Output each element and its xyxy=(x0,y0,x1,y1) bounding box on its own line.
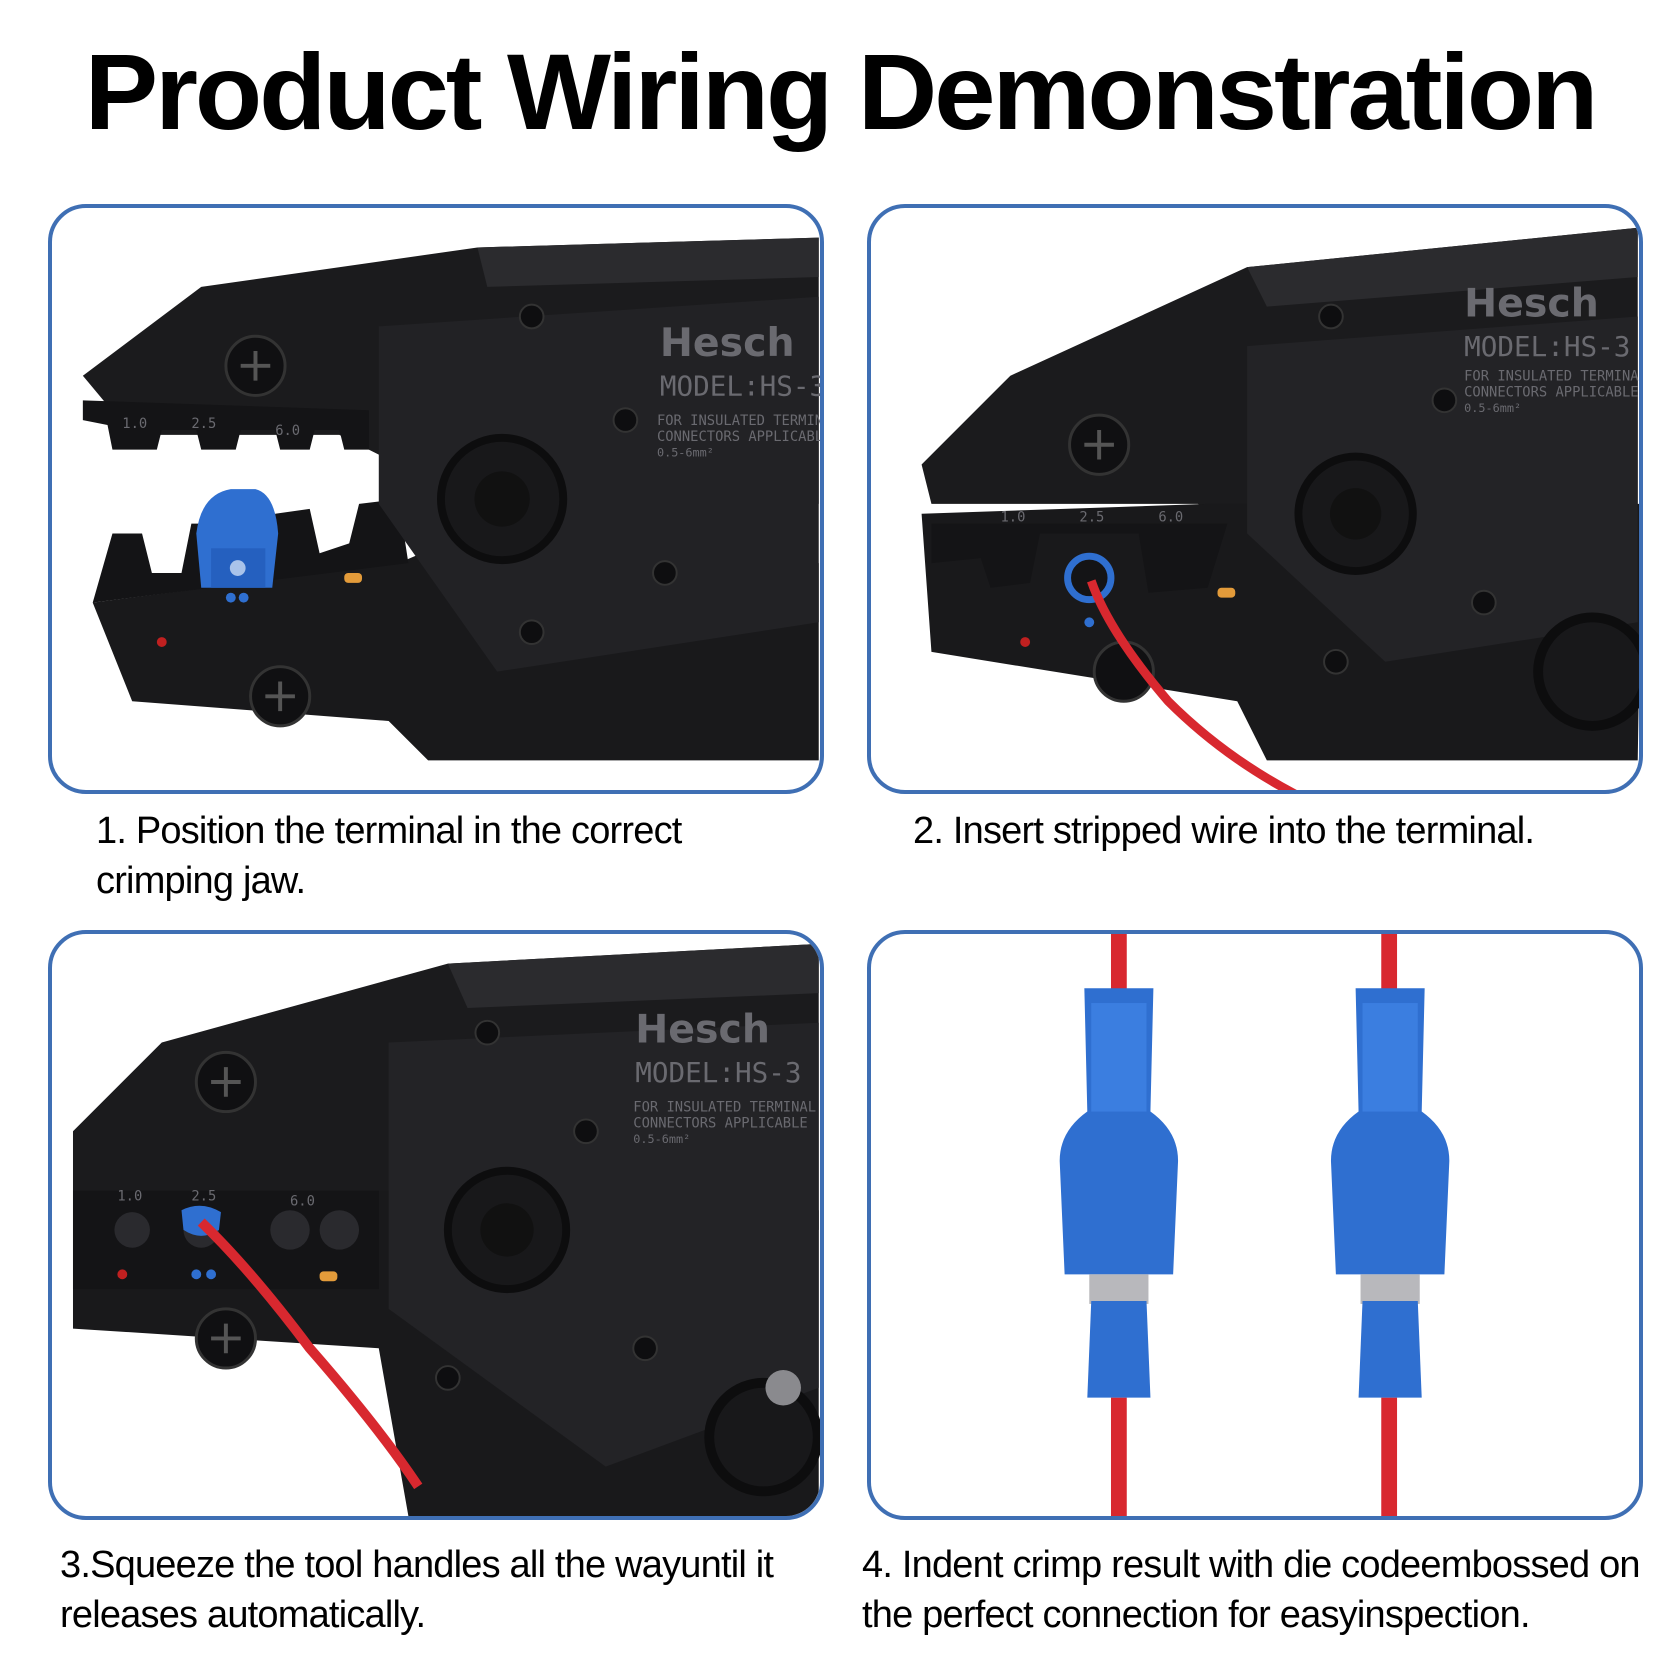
crimping-tool-photo: Hesch MODEL:HS-3 FOR INSULATED TERMINAL … xyxy=(921,227,1639,790)
step-3-image: Hesch MODEL:HS-3 FOR INSULATED TERMINAL … xyxy=(48,930,824,1520)
page-title: Product Wiring Demonstration xyxy=(84,31,1599,152)
step-2-image: Hesch MODEL:HS-3 FOR INSULATED TERMINAL … xyxy=(867,204,1643,794)
crimping-tool-photo: Hesch MODEL:HS-3 FOR INSULATED TERMINAL … xyxy=(82,237,820,761)
spec-engraving-3: 0.5-6mm² xyxy=(1464,401,1521,415)
die-label-1: 1.0 xyxy=(1000,510,1025,526)
step-1-image: Hesch MODEL:HS-3 FOR INSULATED TERMINAL … xyxy=(48,204,824,794)
step-1-caption: 1. Position the terminal in the correct … xyxy=(96,810,682,902)
die-label-2: 2.5 xyxy=(1079,510,1104,526)
crimped-connectors-photo xyxy=(1059,934,1450,1516)
spec-engraving-2: CONNECTORS APPLICABLE xyxy=(633,1115,807,1131)
die-label-1: 1.0 xyxy=(122,416,147,432)
model-engraving: MODEL:HS-3 xyxy=(660,369,820,402)
die-label-1: 1.0 xyxy=(117,1188,142,1204)
spec-engraving-3: 0.5-6mm² xyxy=(633,1132,690,1146)
model-engraving: MODEL:HS-3 xyxy=(635,1056,801,1089)
brand-engraving: Hesch xyxy=(635,1007,770,1053)
step-3-caption: 3.Squeeze the tool handles all the wayun… xyxy=(60,1544,774,1636)
crimping-tool-photo: Hesch MODEL:HS-3 FOR INSULATED TERMINAL … xyxy=(72,943,820,1516)
die-label-2: 2.5 xyxy=(191,416,216,432)
spec-engraving-2: CONNECTORS APPLICABLE xyxy=(657,429,820,445)
step-2-caption: 2. Insert stripped wire into the termina… xyxy=(913,810,1535,852)
spec-engraving-3: 0.5-6mm² xyxy=(657,446,714,460)
spec-engraving-2: CONNECTORS APPLICABLE xyxy=(1464,384,1638,400)
step-4-caption: 4. Indent crimp result with die codeembo… xyxy=(862,1544,1641,1636)
step-4-image xyxy=(867,930,1643,1520)
brand-engraving: Hesch xyxy=(1464,281,1599,327)
die-label-3: 6.0 xyxy=(290,1193,315,1209)
model-engraving: MODEL:HS-3 xyxy=(1464,330,1630,363)
spec-engraving-1: FOR INSULATED TERMINAL xyxy=(1464,369,1639,385)
brand-engraving: Hesch xyxy=(660,320,795,366)
spec-engraving-1: FOR INSULATED TERMINAL xyxy=(657,413,820,429)
spec-engraving-1: FOR INSULATED TERMINAL xyxy=(633,1100,816,1116)
die-label-3: 6.0 xyxy=(275,423,300,439)
die-label-3: 6.0 xyxy=(1158,510,1183,526)
die-label-2: 2.5 xyxy=(191,1188,216,1204)
